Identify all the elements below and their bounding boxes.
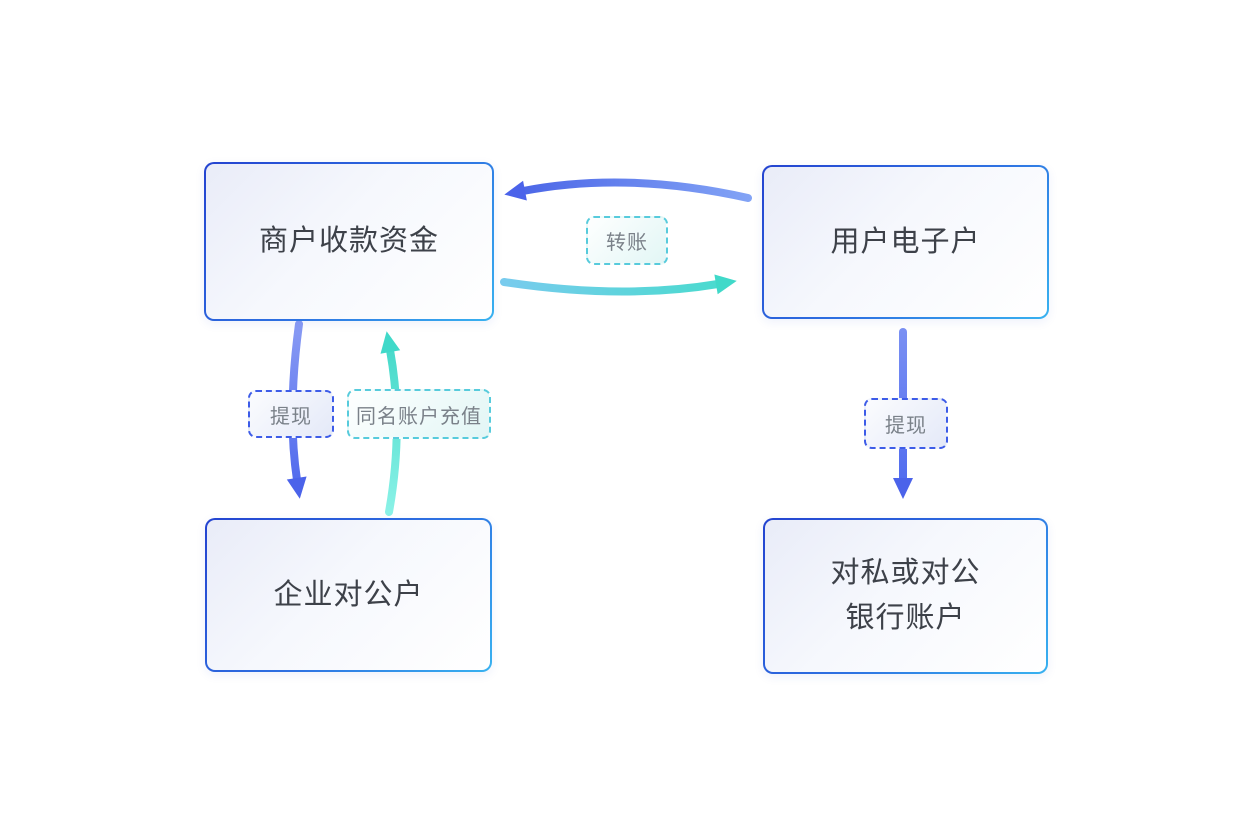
edge-label-transfer: 转账 bbox=[586, 216, 668, 265]
arrow-transfer-merchant-to-user bbox=[500, 274, 737, 296]
node-user-e-account: 用户电子户 bbox=[762, 165, 1049, 319]
node-bank-account-label-line1: 对私或对公 bbox=[830, 557, 981, 590]
node-bank-account-label-line2: 银行账户 bbox=[845, 602, 966, 634]
edge-label-withdraw-right: 提现 bbox=[864, 398, 948, 449]
node-user-e-account-label: 用户电子户 bbox=[830, 225, 981, 258]
node-merchant-funds: 商户收款资金 bbox=[204, 162, 494, 321]
node-corporate-account: 企业对公户 bbox=[205, 518, 492, 672]
edge-label-same-name-recharge: 同名账户充值 bbox=[347, 389, 491, 439]
node-bank-account: 对私或对公 银行账户 bbox=[763, 518, 1048, 674]
arrow-transfer-user-to-merchant bbox=[504, 178, 752, 202]
node-merchant-funds-label: 商户收款资金 bbox=[258, 225, 439, 258]
edge-label-withdraw-left: 提现 bbox=[248, 390, 334, 438]
node-corporate-account-label: 企业对公户 bbox=[273, 578, 424, 611]
